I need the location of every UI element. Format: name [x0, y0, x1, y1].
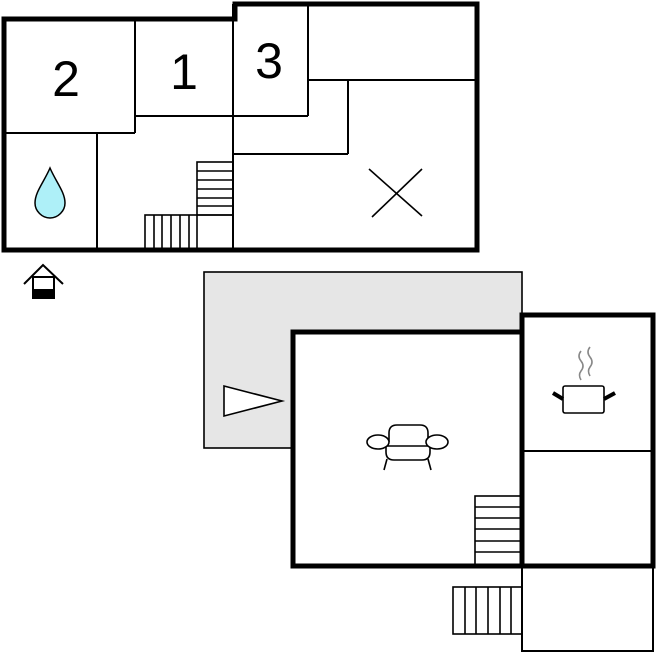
x-mark-icon — [368, 168, 423, 218]
sofa-icon — [366, 424, 449, 471]
interior-walls — [4, 4, 477, 250]
room-label-2: 2 — [52, 51, 80, 107]
stairs-upper-vertical — [196, 161, 234, 216]
water-drop-icon — [34, 166, 66, 219]
stairs-upper-horizontal — [144, 214, 233, 251]
room-label-3: 3 — [255, 33, 283, 89]
lower-porch — [521, 565, 654, 652]
room-label-1: 1 — [170, 44, 198, 100]
upper-floor-outline — [1, 1, 480, 253]
stairs-lower-vertical — [474, 495, 523, 567]
upper-floor: 2 1 3 — [1, 1, 480, 253]
cooking-pot-icon — [551, 346, 616, 414]
lower-floor — [203, 271, 656, 652]
stairs-lower-horizontal — [452, 586, 523, 635]
kitchen-wing — [519, 312, 656, 569]
house-entrance-icon — [23, 263, 64, 299]
triangle-direction-icon — [223, 384, 286, 418]
